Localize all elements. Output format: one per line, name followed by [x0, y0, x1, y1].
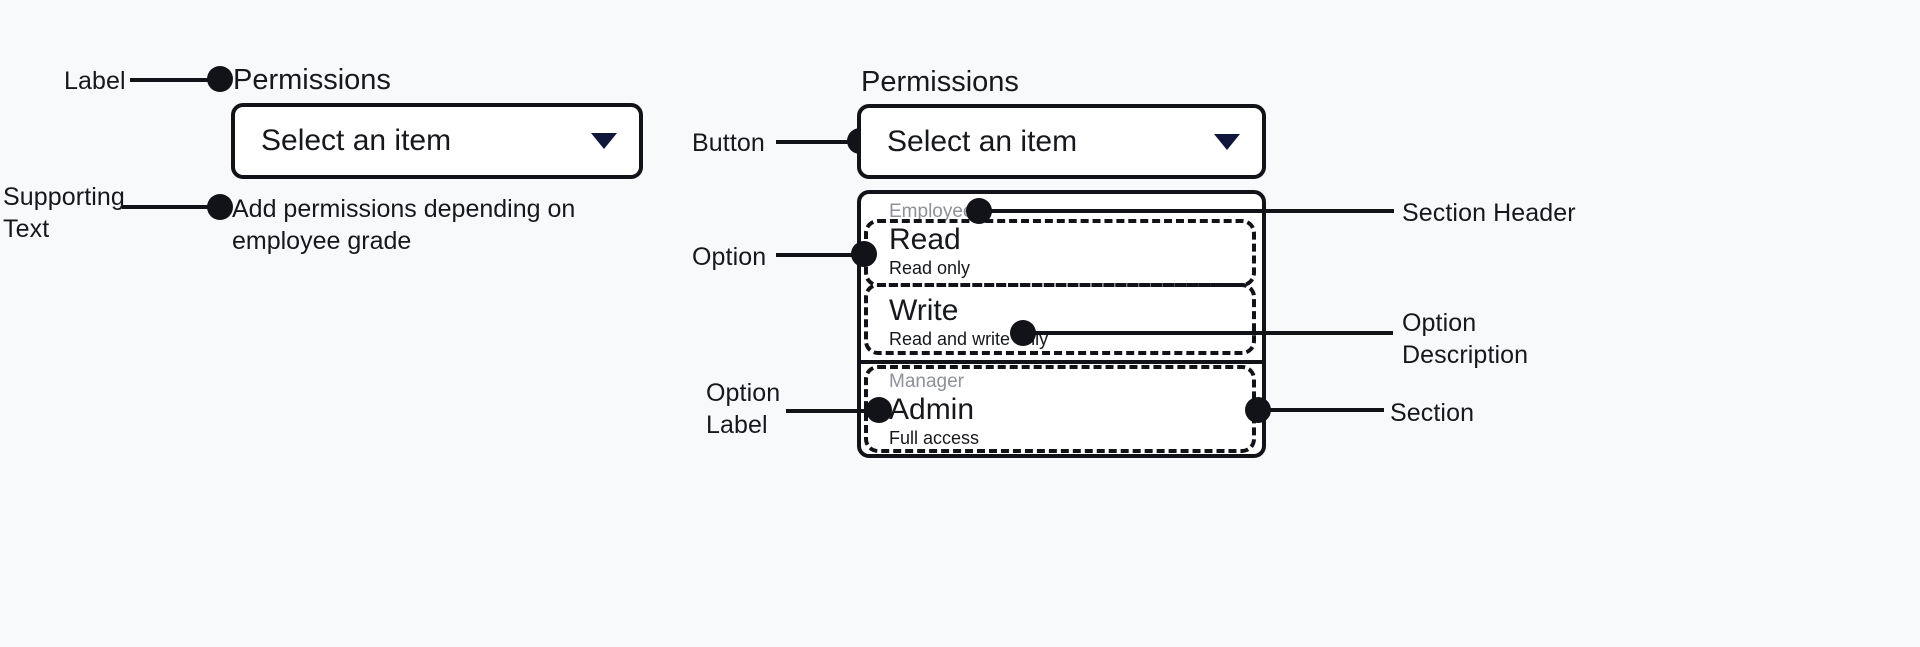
annotation-button: Button	[692, 129, 765, 157]
annotation-option-label: Option Label	[706, 379, 781, 439]
leader-line-option-description	[1023, 331, 1393, 335]
leader-line-option	[776, 253, 858, 257]
chevron-down-icon	[1214, 133, 1240, 150]
left-supporting-text: Add permissions depending on employee gr…	[232, 195, 576, 255]
section-header-manager: Manager	[889, 371, 964, 392]
option-label-admin: Admin	[889, 393, 975, 426]
permissions-listbox[interactable]: Employees Read Read only Write Read and …	[857, 190, 1266, 458]
listbox-section-manager: Manager Admin Full access	[861, 360, 1262, 454]
option-description-admin: Full access	[889, 428, 980, 449]
leader-dot-supporting-text	[207, 194, 233, 220]
option-label-read: Read	[889, 223, 961, 256]
annotation-option-description: Option Description	[1402, 309, 1529, 369]
leader-line-section-header	[979, 209, 1394, 213]
listbox-option-write[interactable]: Write Read and write only	[861, 287, 1262, 358]
leader-dot-label	[207, 66, 233, 92]
leader-line-supporting-text	[122, 205, 222, 209]
option-label-write: Write	[889, 294, 959, 328]
right-field-label: Permissions	[861, 66, 1019, 98]
annotation-section: Section	[1390, 399, 1475, 427]
option-description-write: Read and write only	[889, 329, 1049, 350]
leader-line-label	[130, 78, 222, 82]
annotation-section-header: Section Header	[1402, 199, 1576, 227]
left-select-button[interactable]: Select an item	[231, 103, 643, 179]
leader-dot-option-label	[866, 397, 892, 423]
leader-line-button	[776, 140, 866, 144]
listbox-section-employees: Employees Read Read only Write Read and …	[861, 194, 1262, 360]
option-description-read: Read only	[889, 258, 971, 279]
right-select-value: Select an item	[887, 124, 1078, 158]
listbox-option-read[interactable]: Read Read only	[861, 224, 1262, 287]
section-header-employees: Employees	[889, 201, 983, 222]
annotation-label: Label	[64, 67, 126, 95]
left-field-label: Permissions	[233, 64, 391, 96]
leader-line-option-label	[786, 409, 872, 413]
leader-line-section	[1258, 408, 1384, 412]
right-select-button[interactable]: Select an item	[857, 104, 1266, 179]
left-select-value: Select an item	[261, 124, 452, 157]
annotation-option: Option	[692, 243, 767, 271]
annotation-supporting-text: Supporting Text	[3, 183, 125, 243]
listbox-option-admin[interactable]: Admin Full access	[861, 393, 1262, 454]
chevron-down-icon	[591, 133, 617, 149]
leader-dot-option	[851, 241, 877, 267]
